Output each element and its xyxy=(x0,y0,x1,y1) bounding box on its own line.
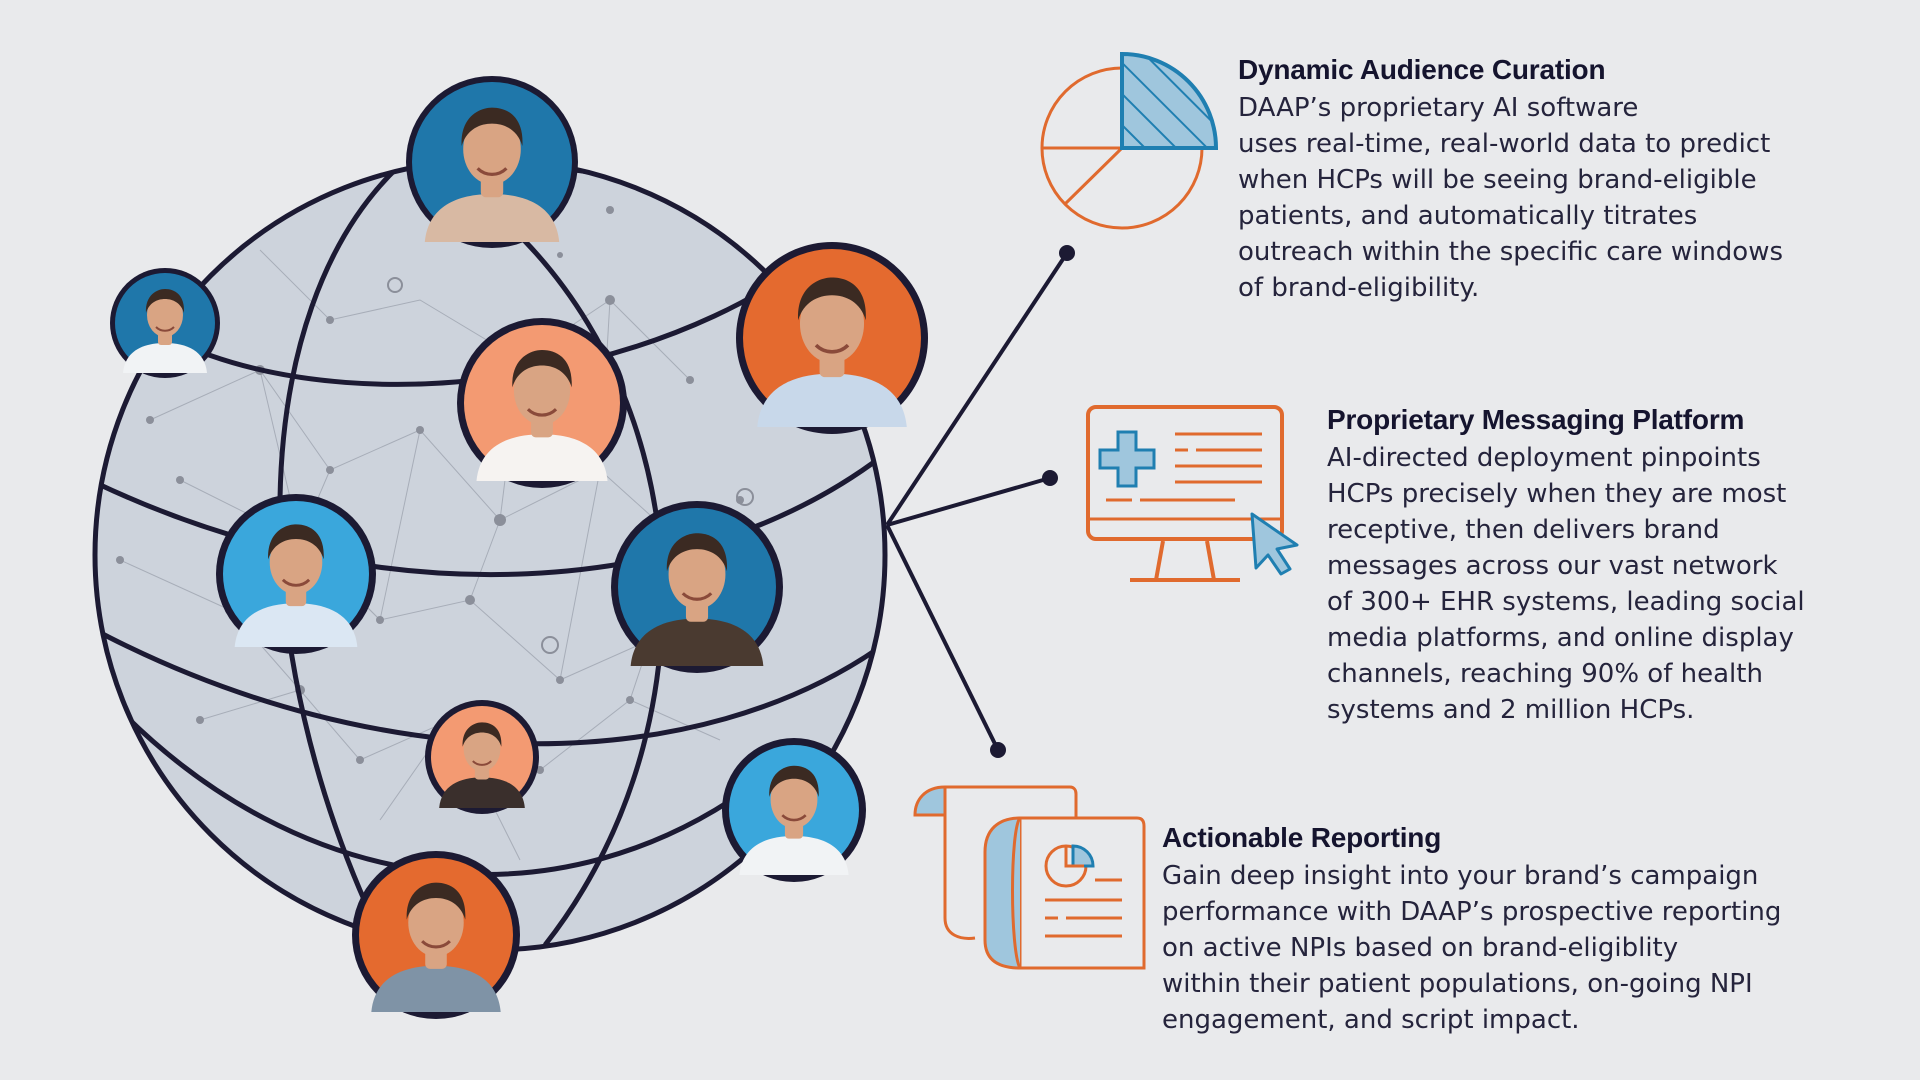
avatar-young-woman xyxy=(425,700,539,814)
avatar-woman-top xyxy=(406,76,578,248)
monitor-medical-icon xyxy=(1086,405,1299,582)
avatar-man-orange xyxy=(736,242,928,434)
avatar-older-woman xyxy=(216,494,376,654)
section-messaging-title: Proprietary Messaging Platform xyxy=(1327,404,1745,435)
section-messaging-body: AI-directed deployment pinpoints HCPs pr… xyxy=(1327,443,1805,725)
section-messaging: Proprietary Messaging Platform AI-direct… xyxy=(1327,402,1907,728)
report-scroll-icon xyxy=(913,785,1146,970)
avatar-gray-hair-woman xyxy=(352,851,520,1019)
connector-endpoints xyxy=(990,245,1075,758)
avatar-doctor-left xyxy=(110,268,220,378)
connector-lines xyxy=(885,251,1069,751)
section-audience-body: DAAP’s proprietary AI software uses real… xyxy=(1238,93,1784,303)
section-reporting: Actionable Reporting Gain deep insight i… xyxy=(1162,820,1812,1038)
pie-chart-icon xyxy=(1040,51,1219,230)
avatar-nurse xyxy=(457,318,627,488)
avatar-doctor-right xyxy=(722,738,866,882)
section-audience-title: Dynamic Audience Curation xyxy=(1238,54,1606,85)
section-reporting-body: Gain deep insight into your brand’s camp… xyxy=(1162,861,1782,1035)
section-audience: Dynamic Audience Curation DAAP’s proprie… xyxy=(1238,52,1858,306)
avatar-bald-man xyxy=(611,501,783,673)
section-reporting-title: Actionable Reporting xyxy=(1162,822,1442,853)
